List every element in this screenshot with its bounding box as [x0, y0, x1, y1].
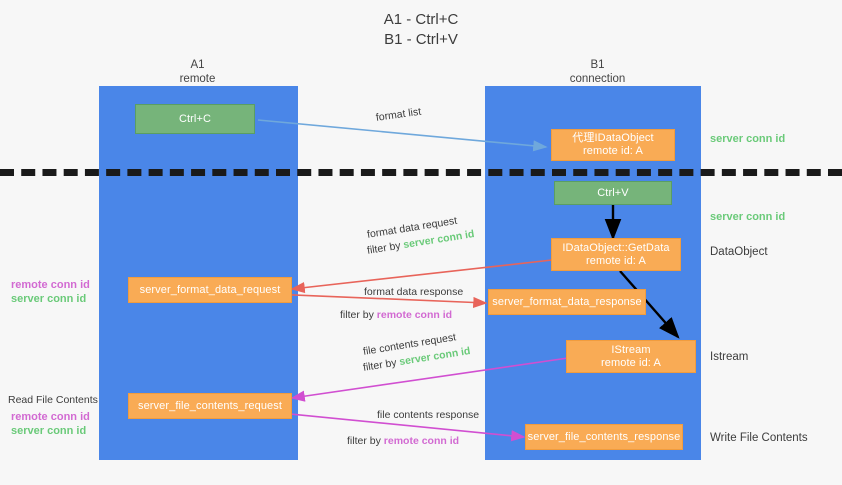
column-a1-name: A1 — [190, 59, 205, 71]
label-file-contents-response: file contents response — [377, 409, 480, 421]
annotation-istream: Istream — [710, 351, 749, 363]
label-format-data-response-filter: filter by remote conn id — [340, 308, 463, 322]
box-istream-line1: IStream — [611, 343, 651, 356]
box-server-format-data-response[interactable]: server_format_data_response — [488, 289, 646, 315]
column-header-a1: A1 remote — [140, 58, 255, 86]
left-labels-format-group: remote conn id server conn id — [11, 278, 90, 306]
box-istream[interactable]: IStream remote id: A — [566, 340, 696, 373]
label-file-contents-response-filter: filter by remote conn id — [347, 434, 479, 448]
diagram-title: A1 - Ctrl+C B1 - Ctrl+V — [0, 10, 842, 50]
phase-divider — [0, 169, 842, 176]
label-file-contents-response-group: file contents response filter by remote … — [347, 408, 480, 448]
left-label-server-conn-id-format: server conn id — [11, 293, 87, 305]
filter-prefix-1: filter by — [366, 239, 405, 257]
annotation-write-file-contents: Write File Contents — [710, 432, 808, 444]
left-label-read-file-contents: Read File Contents — [8, 394, 98, 406]
box-ctrl-v[interactable]: Ctrl+V — [554, 181, 672, 205]
left-labels-file-group: remote conn id server conn id — [11, 410, 90, 438]
box-idataobject[interactable]: 代理IDataObject remote id: A — [551, 129, 675, 161]
box-idataobject-line2: remote id: A — [583, 145, 643, 157]
label-format-list-text: format list — [375, 105, 422, 124]
label-file-contents-request-group: file contents request filter by server c… — [362, 331, 471, 375]
column-header-b1: B1 connection — [540, 58, 655, 86]
title-line-1: A1 - Ctrl+C — [383, 11, 459, 28]
box-getdata-line1: IDataObject::GetData — [562, 241, 670, 254]
box-istream-line2: remote id: A — [601, 356, 661, 369]
left-label-remote-conn-id-file: remote conn id — [11, 411, 90, 423]
annotation-dataobject: DataObject — [710, 246, 768, 258]
filter-key-remote-conn-id-2: remote conn id — [383, 435, 460, 447]
filter-prefix-4: filter by — [347, 435, 384, 447]
box-server-file-contents-response-label: server_file_contents_response — [527, 430, 681, 443]
box-server-format-data-request-label: server_format_data_request — [139, 283, 281, 296]
box-idataobject-getdata[interactable]: IDataObject::GetData remote id: A — [551, 238, 681, 271]
box-server-file-contents-request[interactable]: server_file_contents_request — [128, 393, 292, 419]
label-format-data-request-group: format data request filter by server con… — [366, 215, 475, 258]
box-ctrl-v-label: Ctrl+V — [597, 186, 629, 199]
label-format-data-response-group: format data response filter by remote co… — [340, 285, 464, 322]
column-b1-subtitle: connection — [569, 73, 626, 85]
box-server-file-contents-response[interactable]: server_file_contents_response — [525, 424, 683, 450]
filter-prefix-2: filter by — [340, 309, 377, 321]
column-b1-name: B1 — [590, 59, 605, 71]
title-line-2: B1 - Ctrl+V — [384, 31, 458, 48]
column-a1-subtitle: remote — [179, 73, 216, 85]
side-label-server-conn-id-mid: server conn id — [710, 211, 786, 223]
left-label-server-conn-id-file: server conn id — [11, 425, 87, 437]
side-label-server-conn-id-top: server conn id — [710, 133, 786, 145]
label-format-list: format list — [375, 106, 422, 125]
left-label-remote-conn-id-format: remote conn id — [11, 279, 90, 291]
box-ctrl-c-label: Ctrl+C — [178, 112, 212, 125]
box-server-format-data-response-label: server_format_data_response — [492, 295, 642, 308]
box-idataobject-line1: 代理IDataObject — [572, 132, 654, 144]
filter-key-remote-conn-id-1: remote conn id — [376, 309, 453, 321]
box-server-file-contents-request-label: server_file_contents_request — [137, 399, 283, 412]
box-server-format-data-request[interactable]: server_format_data_request — [128, 277, 292, 303]
box-ctrl-c[interactable]: Ctrl+C — [135, 104, 255, 134]
label-format-data-response: format data response — [364, 286, 464, 298]
box-getdata-line2: remote id: A — [586, 254, 646, 267]
filter-prefix-3: filter by — [362, 356, 401, 374]
